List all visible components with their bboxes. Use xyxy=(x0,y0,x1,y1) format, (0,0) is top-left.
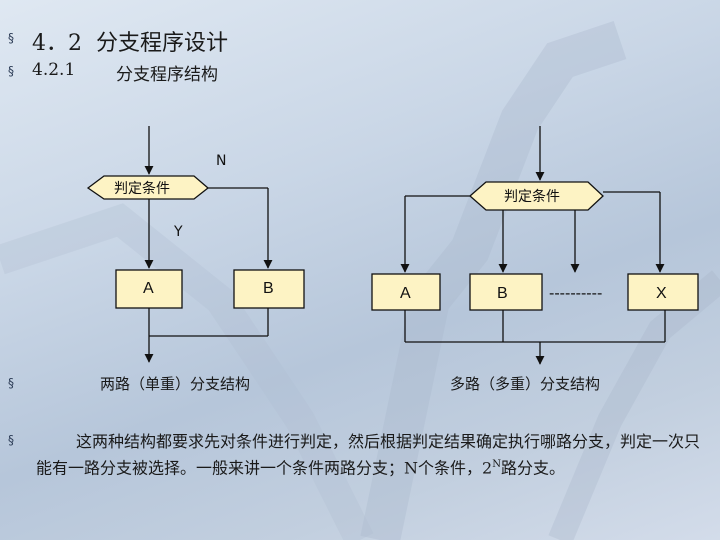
paragraph-bullet: § xyxy=(8,433,14,447)
caption-bullet: § xyxy=(8,376,14,390)
left-box-a-label: A xyxy=(143,280,154,297)
subheading-bullet: § xyxy=(8,64,14,78)
left-no-label: N xyxy=(216,153,226,169)
paragraph-text-2: 路分支。 xyxy=(500,458,565,478)
paragraph-superscript: N xyxy=(492,459,501,470)
right-box-a xyxy=(371,273,441,311)
heading-bullet: § xyxy=(8,31,14,45)
left-box-b xyxy=(233,269,305,309)
right-box-a-label: A xyxy=(400,285,411,302)
right-condition-label: 判定条件 xyxy=(504,188,560,205)
two-way-branch-diagram xyxy=(86,126,305,363)
right-dashes: ---------- xyxy=(549,285,602,302)
right-caption: 多路（多重）分支结构 xyxy=(450,375,601,393)
heading-title: 分支程序设计 xyxy=(96,31,229,56)
left-box-a xyxy=(115,269,183,309)
paragraph-text-1: 这两种结构都要求先对条件进行判定，然后根据判定结果确定执行哪路分支，判定一次只能… xyxy=(36,432,701,478)
description-paragraph: 这两种结构都要求先对条件进行判定，然后根据判定结果确定执行哪路分支，判定一次只能… xyxy=(36,430,708,479)
left-condition-label: 判定条件 xyxy=(114,180,170,197)
left-box-b-label: B xyxy=(263,280,274,297)
left-caption: 两路（单重）分支结构 xyxy=(100,375,251,393)
right-box-x-label: X xyxy=(656,285,667,302)
multi-way-branch-diagram xyxy=(371,126,699,365)
left-yes-label: Y xyxy=(173,224,183,240)
subheading-title: 分支程序结构 xyxy=(116,65,218,85)
right-box-b xyxy=(469,273,543,311)
right-box-b-label: B xyxy=(497,285,508,302)
right-box-x xyxy=(627,273,699,311)
subheading-number: 4.2.1 xyxy=(32,60,76,80)
right-condition-diamond xyxy=(469,181,604,211)
heading-number: 4．2 xyxy=(32,31,82,56)
